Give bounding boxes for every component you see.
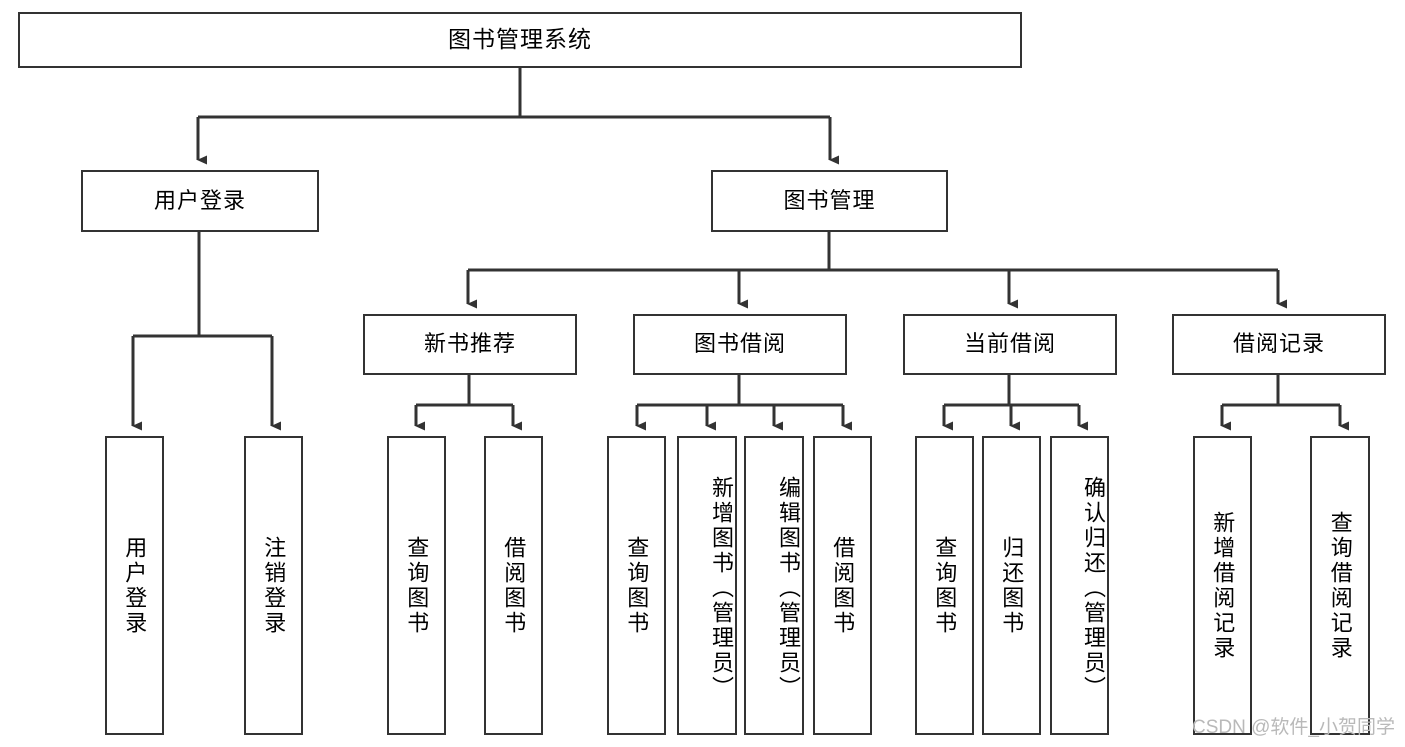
node-book-management[interactable]: 图书管理 bbox=[711, 170, 948, 232]
node-leaf-borrow-book-2[interactable]: 借阅图书 bbox=[813, 436, 872, 735]
node-leaf-query-record[interactable]: 查询借阅记录 bbox=[1310, 436, 1370, 735]
node-leaf-user-logout[interactable]: 注销登录 bbox=[244, 436, 303, 735]
node-leaf-query-book-2[interactable]: 查询图书 bbox=[607, 436, 666, 735]
node-leaf-add-book[interactable]: 新增图书（管理员） bbox=[677, 436, 737, 735]
csdn-watermark: CSDN @软件_小贺同学 bbox=[1192, 717, 1395, 738]
node-leaf-confirm-return[interactable]: 确认归还（管理员） bbox=[1050, 436, 1109, 735]
node-book-borrow[interactable]: 图书借阅 bbox=[633, 314, 847, 375]
node-leaf-borrow-book-1[interactable]: 借阅图书 bbox=[484, 436, 543, 735]
node-new-book-recommend[interactable]: 新书推荐 bbox=[363, 314, 577, 375]
node-leaf-user-login[interactable]: 用户登录 bbox=[105, 436, 164, 735]
node-user-login[interactable]: 用户登录 bbox=[81, 170, 319, 232]
node-leaf-query-book-3[interactable]: 查询图书 bbox=[915, 436, 974, 735]
node-root-system[interactable]: 图书管理系统 bbox=[18, 12, 1022, 68]
node-leaf-query-book-1[interactable]: 查询图书 bbox=[387, 436, 446, 735]
node-borrow-record[interactable]: 借阅记录 bbox=[1172, 314, 1386, 375]
node-current-borrow[interactable]: 当前借阅 bbox=[903, 314, 1117, 375]
node-leaf-add-record[interactable]: 新增借阅记录 bbox=[1193, 436, 1252, 735]
node-leaf-edit-book[interactable]: 编辑图书（管理员） bbox=[744, 436, 804, 735]
node-leaf-return-book[interactable]: 归还图书 bbox=[982, 436, 1041, 735]
